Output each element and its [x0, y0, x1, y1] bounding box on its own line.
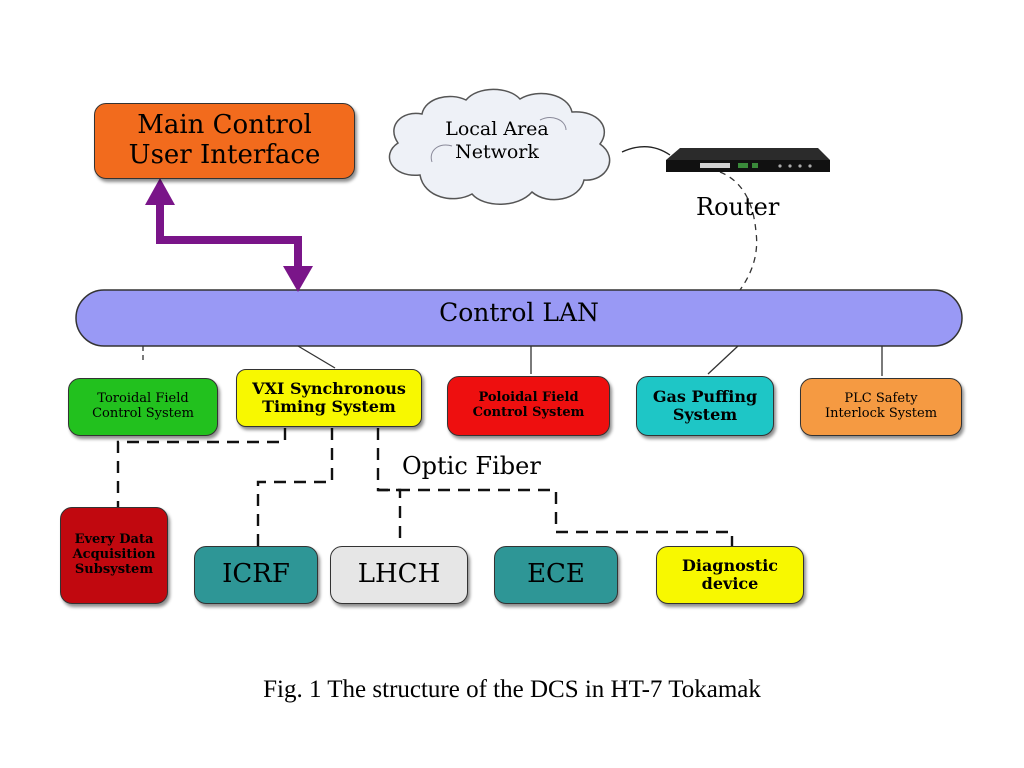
gas-puffing-box: Gas Puffing System [636, 376, 774, 436]
icrf-label: ICRF [222, 559, 290, 590]
ece-box: ECE [494, 546, 618, 604]
icrf-box: ICRF [194, 546, 318, 604]
plc-safety-label: PLC Safety Interlock System [824, 391, 938, 421]
poloidal-field-label: Poloidal Field Control System [472, 390, 585, 420]
lhch-box: LHCH [330, 546, 468, 604]
figure-caption: Fig. 1 The structure of the DCS in HT-7 … [263, 676, 761, 703]
connector-router-lan [719, 171, 758, 291]
plc-safety-box: PLC Safety Interlock System [800, 378, 962, 436]
lan-cloud [388, 88, 611, 205]
lan-cloud-label: Local Area Network [445, 118, 549, 163]
vxi-timing-box: VXI Synchronous Timing System [236, 369, 422, 427]
main-control-label: Main Control User Interface [128, 110, 321, 170]
main-control-box: Main Control User Interface [94, 103, 355, 179]
data-acquisition-label: Every Data Acquisition Subsystem [72, 532, 156, 577]
bidirectional-arrow [145, 178, 313, 292]
router-label: Router [696, 193, 780, 221]
fiber-vxi-icrf [256, 428, 334, 548]
connector-lan-gas [707, 345, 739, 375]
connector-lan-vxi [297, 345, 336, 369]
control-lan-bus [75, 289, 963, 347]
poloidal-field-box: Poloidal Field Control System [447, 376, 610, 436]
data-acquisition-box: Every Data Acquisition Subsystem [60, 507, 168, 604]
ece-label: ECE [527, 559, 585, 590]
fiber-vxi-ece-diag [378, 488, 734, 548]
toroidal-field-label: Toroidal Field Control System [92, 391, 194, 421]
toroidal-field-box: Toroidal Field Control System [68, 378, 218, 436]
lhch-label: LHCH [357, 559, 441, 590]
control-lan-label: Control LAN [439, 298, 599, 327]
optic-fiber-label: Optic Fiber [402, 452, 541, 480]
diagnostic-device-label: Diagnostic device [681, 555, 779, 593]
connector-cloud-router [621, 146, 671, 156]
fiber-vxi-daq [116, 428, 287, 508]
vxi-timing-label: VXI Synchronous Timing System [252, 378, 406, 416]
fiber-vxi-lhch [376, 428, 402, 548]
router-icon [666, 148, 830, 172]
diagnostic-device-box: Diagnostic device [656, 546, 804, 604]
gas-puffing-label: Gas Puffing System [652, 386, 758, 424]
